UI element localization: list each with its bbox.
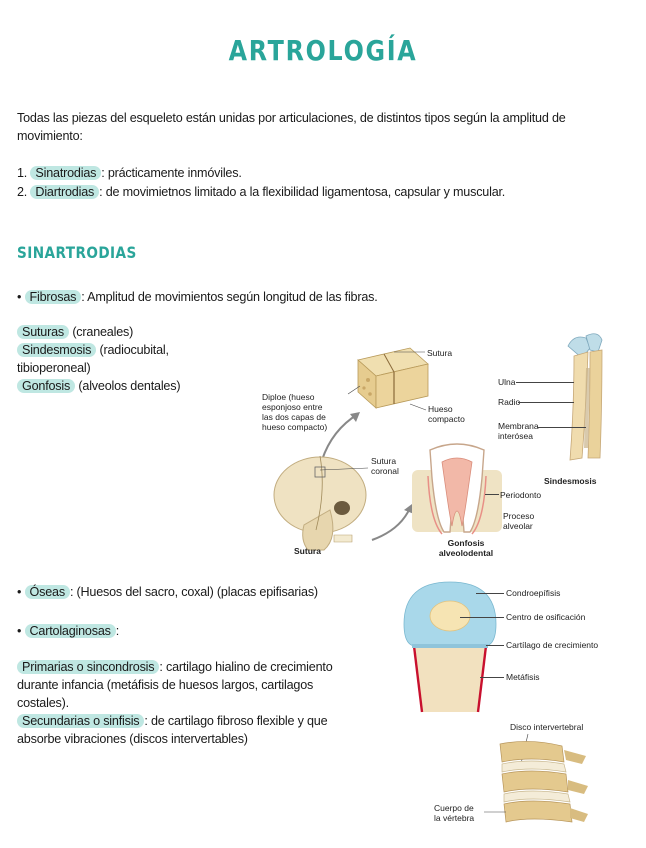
list-item-continued: tibioperoneal) [17, 361, 91, 375]
label-ulna: Ulna [498, 377, 516, 387]
long-bone-illustration [403, 581, 497, 713]
highlight-term: Sinatrodias [30, 166, 102, 180]
intro-line-2: movimiento: [17, 129, 83, 143]
caption-gonfosis: Gonfosis alveolodental [438, 538, 494, 558]
label-radio: Radio [498, 397, 521, 407]
label-sutura-top: Sutura [427, 348, 453, 358]
label-disco-intervertebral: Disco intervertebral [510, 722, 584, 732]
skull-illustration [273, 455, 367, 551]
numbered-list: 1. Sinatrodias: prácticamente inmóviles.… [17, 164, 505, 201]
leader-line [480, 677, 504, 678]
disc-figure [484, 733, 588, 823]
leader-line [476, 593, 504, 594]
label-condroepifisis: Condroepífisis [506, 588, 561, 598]
label-centro-osificacion: Centro de osificación [506, 612, 586, 622]
list-item: Secundarias o sinfisis: de cartilago fib… [17, 712, 377, 730]
list-item: 2. Diartrodias: de movimietnos limitado … [17, 185, 506, 199]
list-item: Sindesmosis (radiocubital, [17, 341, 237, 359]
label-diploe: Diploe (hueso esponjoso entre las dos ca… [262, 392, 328, 432]
intro-line-1: Todas las piezas del esqueleto están uni… [17, 111, 566, 125]
vertebrae-illustration [499, 741, 588, 823]
label-hueso-compacto: Hueso compacto [428, 404, 465, 424]
label-periodonto: Periodonto [500, 490, 542, 500]
leader-line [538, 427, 586, 428]
bullet-cartilaginosas: • Cartolaginosas: [17, 624, 120, 638]
tooth-illustration [427, 443, 487, 535]
bullet-oseas: • Óseas: (Huesos del sacro, coxal) (plac… [17, 585, 318, 599]
list-item: Primarias o sincondrosis: cartilago hial… [17, 658, 377, 676]
fibrosas-items: Suturas (craneales) Sindesmosis (radiocu… [17, 323, 237, 395]
list-item: Suturas (craneales) [17, 323, 237, 341]
label-metafisis: Metáfisis [506, 672, 540, 682]
caption-sindesmosis: Sindesmosis [544, 476, 597, 486]
intro-paragraph: Todas las piezas del esqueleto están uni… [17, 109, 566, 145]
leader-line [518, 402, 574, 403]
leader-line [486, 645, 504, 646]
forearm-bones-illustration [567, 333, 603, 461]
bullet-fibrosas: • Fibrosas: Amplitud de movimientos segú… [17, 290, 378, 304]
page-title: ARTROLOGÍA [228, 34, 418, 67]
label-proceso-alveolar: Proceso alveolar [503, 511, 535, 531]
caption-sutura: Sutura [294, 546, 321, 556]
section-heading: SINARTRODIAS [17, 243, 137, 262]
highlight-term: Fibrosas [24, 290, 82, 304]
label-membrana: Membrana interósea [498, 421, 539, 441]
gonfosis-figure [412, 443, 502, 535]
label-cuerpo-vertebra: Cuerpo de la vértebra [434, 803, 475, 823]
epiphysis-figure [403, 581, 497, 713]
sindesmosis-figure [567, 333, 603, 461]
bone-block-illustration [357, 347, 429, 409]
sutura-figure [273, 347, 429, 551]
highlight-term: Cartolaginosas [24, 624, 116, 638]
leader-line [516, 382, 574, 383]
list-item: 1. Sinatrodias: prácticamente inmóviles. [17, 166, 242, 180]
label-cartilago-crecimiento: Cartílago de crecimiento [506, 640, 599, 650]
cartilaginosas-items: Primarias o sincondrosis: cartilago hial… [17, 658, 377, 748]
leader-line [485, 494, 499, 495]
highlight-term: Diartrodias [30, 185, 100, 199]
label-sutura-coronal: Sutura coronal [371, 456, 399, 476]
highlight-term: Óseas [24, 585, 70, 599]
list-item: Gonfosis (alveolos dentales) [17, 377, 237, 395]
leader-line [460, 617, 504, 618]
